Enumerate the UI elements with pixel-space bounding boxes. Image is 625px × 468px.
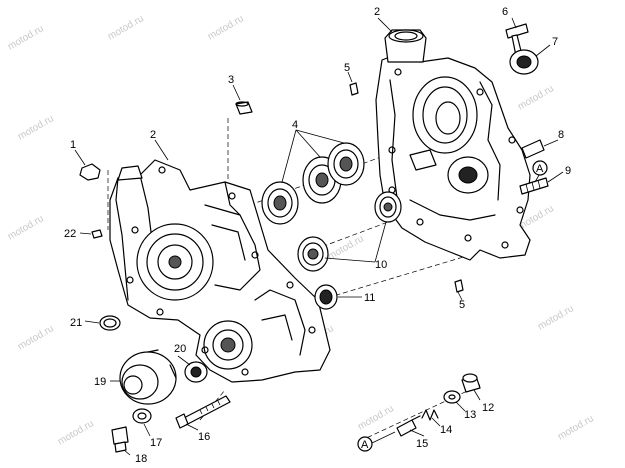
valve-15: [396, 415, 421, 437]
pin-22: [91, 229, 103, 239]
washer-13: [443, 390, 461, 404]
plug-8: [521, 139, 545, 159]
callout-19: 19: [94, 376, 106, 388]
marker-label: A: [361, 439, 369, 451]
watermark-text: motod.ru: [56, 418, 96, 447]
callout-14: 14: [440, 424, 452, 436]
callout-13: 13: [464, 409, 476, 421]
watermark-text: motod.ru: [516, 83, 556, 112]
bushing-3: [235, 101, 253, 115]
plug-12: [461, 373, 481, 393]
bearing-10a: [297, 236, 329, 272]
callout-4: 4: [292, 119, 298, 131]
pulley-19: [119, 349, 177, 405]
callout-8: 8: [558, 129, 564, 141]
watermark-text: motod.ru: [16, 113, 56, 142]
seal-11: [314, 284, 338, 310]
o-ring-21: [99, 315, 121, 331]
callout-2: 2: [374, 6, 380, 18]
callout-6: 6: [502, 6, 508, 18]
washer-17: [132, 408, 152, 424]
callout-22: 22: [64, 228, 76, 240]
marker-label: A: [536, 163, 544, 175]
stud-9: [519, 177, 549, 195]
callout-18: 18: [135, 453, 147, 465]
right-crankcase-half: [375, 29, 531, 261]
watermark-text: motod.ru: [106, 13, 146, 42]
watermark-text: motod.ru: [6, 23, 46, 52]
pin-5b: [454, 279, 464, 293]
callout-2: 2: [150, 129, 156, 141]
reference-marker-a-bottom: A: [357, 436, 373, 452]
callout-10: 10: [375, 259, 387, 271]
drain-plug-18: [111, 426, 129, 453]
plug-1: [79, 163, 101, 181]
left-crankcase-half: [109, 159, 331, 383]
callout-3: 3: [228, 74, 234, 86]
watermark-text: motod.ru: [356, 403, 396, 432]
watermark-text: motod.ru: [206, 13, 246, 42]
watermark-text: motod.ru: [556, 413, 596, 442]
reference-marker-a-top: A: [532, 160, 548, 176]
callout-16: 16: [198, 431, 210, 443]
callout-labels: 1 2 2 3 4 5 5 6 7 8 9 10 11 12 13 14 15 …: [64, 6, 571, 465]
callout-9: 9: [565, 165, 571, 177]
bearing-10b: [374, 191, 402, 223]
bolt-16: [175, 395, 231, 429]
pin-5a: [349, 82, 359, 96]
seal-7: [509, 49, 539, 75]
callout-21: 21: [70, 317, 82, 329]
bearing-4a: [261, 181, 299, 225]
callout-7: 7: [552, 36, 558, 48]
spring-14: [421, 409, 439, 421]
leader-lines: [74, 17, 564, 456]
callout-5: 5: [344, 62, 350, 74]
callout-11: 11: [364, 292, 375, 304]
watermark-text: motod.ru: [16, 323, 56, 352]
seal-20: [184, 361, 208, 383]
callout-1: 1: [70, 139, 76, 151]
callout-5: 5: [459, 299, 465, 311]
callout-12: 12: [482, 402, 494, 414]
callout-15: 15: [416, 438, 428, 450]
callout-17: 17: [150, 437, 162, 449]
bearing-4c: [327, 142, 365, 186]
watermark-text: motod.ru: [536, 303, 576, 332]
watermark-text: motod.ru: [6, 213, 46, 242]
callout-20: 20: [174, 343, 186, 355]
